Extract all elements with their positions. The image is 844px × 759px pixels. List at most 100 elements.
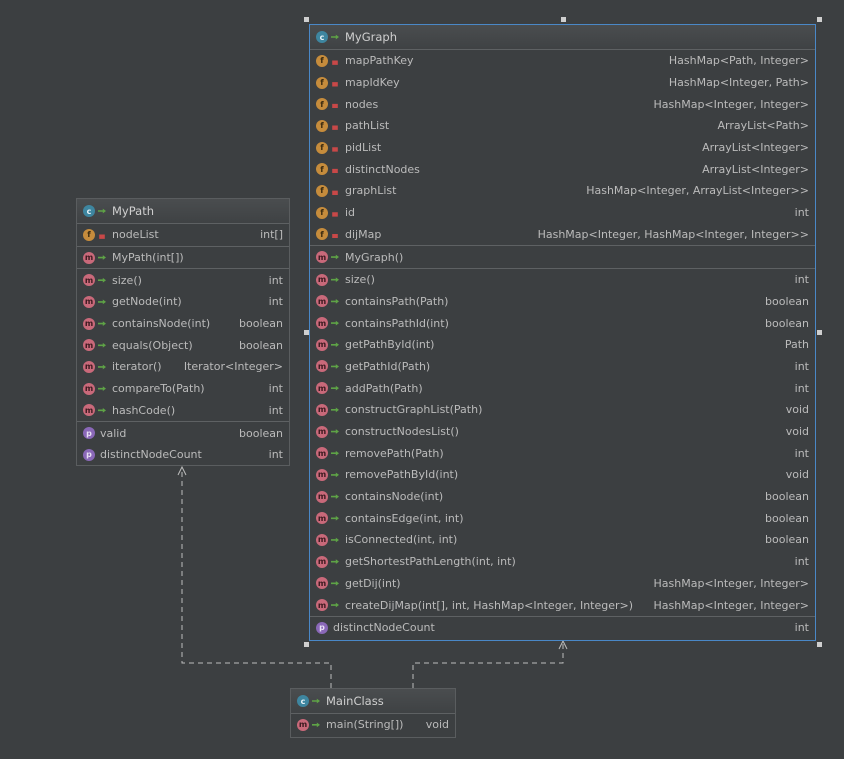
- class-icon: c: [83, 205, 95, 217]
- method-icon: m: [316, 490, 328, 503]
- mypath-header[interactable]: c MyPath: [77, 199, 289, 224]
- property-icon: p: [316, 621, 328, 634]
- field-icon: f: [316, 184, 328, 197]
- private-visibility-icon: [99, 234, 105, 239]
- public-visibility-icon: [331, 277, 339, 283]
- member-name: addPath(Path): [345, 381, 423, 395]
- mainclass-header[interactable]: c MainClass: [291, 689, 455, 714]
- member-type: HashMap<Integer, HashMap<Integer, Intege…: [537, 227, 809, 241]
- public-visibility-icon: [98, 321, 106, 326]
- public-visibility-icon: [331, 34, 339, 40]
- member-type: HashMap<Integer, Integer>: [653, 576, 810, 590]
- private-visibility-icon: [332, 212, 338, 217]
- public-visibility-icon: [331, 299, 339, 304]
- resize-handle[interactable]: [817, 642, 822, 647]
- public-visibility-icon: [312, 698, 320, 704]
- member-name: graphList: [345, 184, 397, 198]
- public-visibility-icon: [331, 537, 339, 543]
- class-icon: c: [297, 695, 309, 707]
- public-visibility-icon: [331, 429, 339, 434]
- resize-handle[interactable]: [304, 642, 309, 647]
- member-type: ArrayList<Integer>: [702, 162, 809, 176]
- member-name: containsNode(int): [112, 317, 211, 331]
- member-name: getShortestPathLength(int, int): [345, 555, 516, 569]
- member-name: nodeList: [112, 228, 159, 242]
- resize-handle[interactable]: [817, 17, 822, 22]
- method-icon: m: [83, 295, 95, 308]
- member-name: constructGraphList(Path): [345, 403, 483, 417]
- member-name: getDij(int): [345, 576, 401, 590]
- field-icon: f: [316, 163, 328, 176]
- private-visibility-icon: [332, 147, 338, 152]
- member-name: nodes: [345, 97, 379, 111]
- resize-handle[interactable]: [561, 17, 566, 22]
- member-type: boolean: [765, 533, 809, 547]
- method-icon: m: [316, 360, 328, 373]
- private-visibility-icon: [332, 125, 338, 130]
- mygraph-header[interactable]: c MyGraph: [310, 25, 815, 50]
- resize-handle[interactable]: [304, 17, 309, 22]
- method-icon: m: [83, 339, 95, 352]
- public-visibility-icon: [331, 254, 339, 260]
- member-type: int: [794, 555, 809, 569]
- resize-handle[interactable]: [817, 330, 822, 335]
- method-icon: m: [83, 274, 95, 287]
- class-icon: c: [316, 31, 328, 43]
- method-icon: m: [297, 718, 309, 731]
- class-title: MyPath: [112, 204, 154, 218]
- member-name: MyPath(int[]): [112, 251, 184, 265]
- field-icon: f: [316, 76, 328, 89]
- method-icon: m: [316, 425, 328, 438]
- resize-handle[interactable]: [304, 330, 309, 335]
- member-type: int: [268, 273, 283, 287]
- method-icon: m: [316, 533, 328, 546]
- member-type: boolean: [765, 511, 809, 525]
